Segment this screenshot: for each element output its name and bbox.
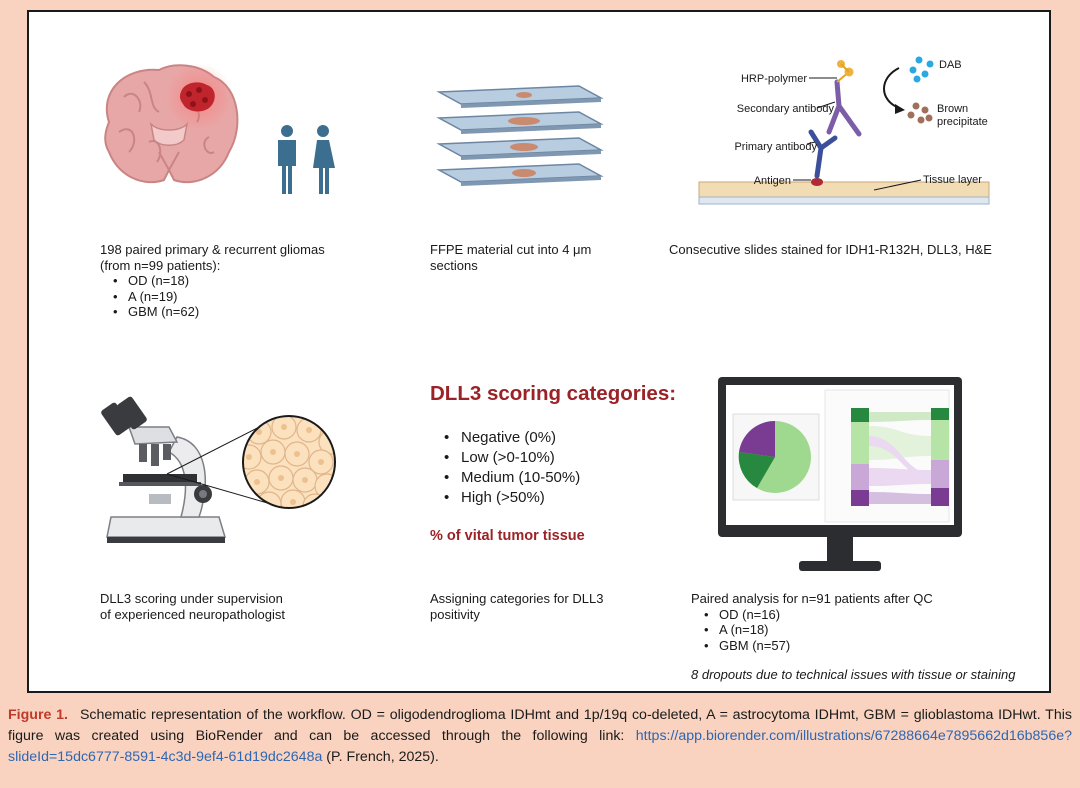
caption-label: Figure 1.: [8, 707, 68, 723]
secondary-label: Secondary antibody: [737, 103, 835, 115]
list-item: OD (n=16): [704, 607, 933, 623]
dab-label: DAB: [939, 59, 962, 71]
list-item: GBM (n=57): [704, 638, 933, 654]
list-item: Low (>0-10%): [444, 448, 580, 468]
panel6-list: OD (n=16) A (n=18) GBM (n=57): [691, 607, 933, 654]
panel3-text: Consecutive slides stained for IDH1-R132…: [669, 242, 992, 257]
ihc-schematic: HRP-polymer DAB Secondary antibody Brown…: [698, 56, 990, 205]
dropouts-note: 8 dropouts due to technical issues with …: [691, 667, 1016, 682]
list-item: GBM (n=62): [113, 304, 325, 320]
glass-slide: [436, 163, 604, 186]
panel5-text: Assigning categories for DLL3 positivity: [430, 591, 604, 622]
antigen-label: Antigen: [754, 175, 791, 187]
scoring-title: DLL3 scoring categories:: [430, 382, 677, 405]
caption-suffix: (P. French, 2025).: [322, 749, 439, 765]
microscope-illustration: [101, 396, 336, 543]
panel6-text: Paired analysis for n=91 patients after …: [691, 591, 933, 653]
panel4-text: DLL3 scoring under supervision of experi…: [100, 591, 286, 622]
glass-slide: [436, 85, 604, 108]
list-item: Medium (10-50%): [444, 468, 580, 488]
tissue-label: Tissue layer: [923, 174, 982, 186]
hrp-label: HRP-polymer: [741, 73, 807, 85]
list-item: A (n=18): [704, 622, 933, 638]
brown-precipitate-icon: [907, 102, 933, 124]
list-item: Negative (0%): [444, 428, 580, 448]
list-item: High (>50%): [444, 488, 580, 508]
primary-label: Primary antibody: [734, 141, 817, 153]
hrp-polymer-icon: [836, 60, 854, 83]
secondary-antibody-icon: [826, 79, 862, 137]
dab-icon: [909, 56, 934, 83]
brown-label-1: Brown: [937, 103, 968, 115]
slides-illustration: [436, 85, 604, 186]
caption-link[interactable]: https://app.biorender.com/illustrations/…: [8, 728, 1072, 765]
workflow-figure: 198 paired primary & recurrent gliomas (…: [27, 10, 1051, 693]
sankey-chart-icon: [824, 389, 950, 523]
monitor-illustration: [718, 377, 962, 571]
brown-label-2: precipitate: [937, 116, 988, 128]
primary-antibody-icon: [808, 129, 838, 179]
panel1-text: 198 paired primary & recurrent gliomas (…: [100, 242, 325, 320]
figure-caption: Figure 1.Schematic representation of the…: [8, 705, 1072, 768]
vital-tumor-note: % of vital tumor tissue: [430, 528, 585, 544]
list-item: OD (n=18): [113, 273, 325, 289]
scoring-categories: Negative (0%) Low (>0-10%) Medium (10-50…: [441, 428, 580, 508]
caption-text: Schematic representation of the workflow…: [8, 707, 1072, 744]
glass-slide: [436, 111, 604, 134]
panel2-text: FFPE material cut into 4 μm sections: [430, 242, 592, 273]
patients-icon: [278, 125, 335, 194]
antigen-icon: [811, 178, 823, 186]
brain-illustration: [104, 63, 239, 184]
panel1-list: OD (n=18) A (n=19) GBM (n=62): [100, 273, 325, 320]
pie-chart-icon: [732, 413, 820, 501]
list-item: A (n=19): [113, 289, 325, 305]
glass-slide: [436, 137, 604, 160]
